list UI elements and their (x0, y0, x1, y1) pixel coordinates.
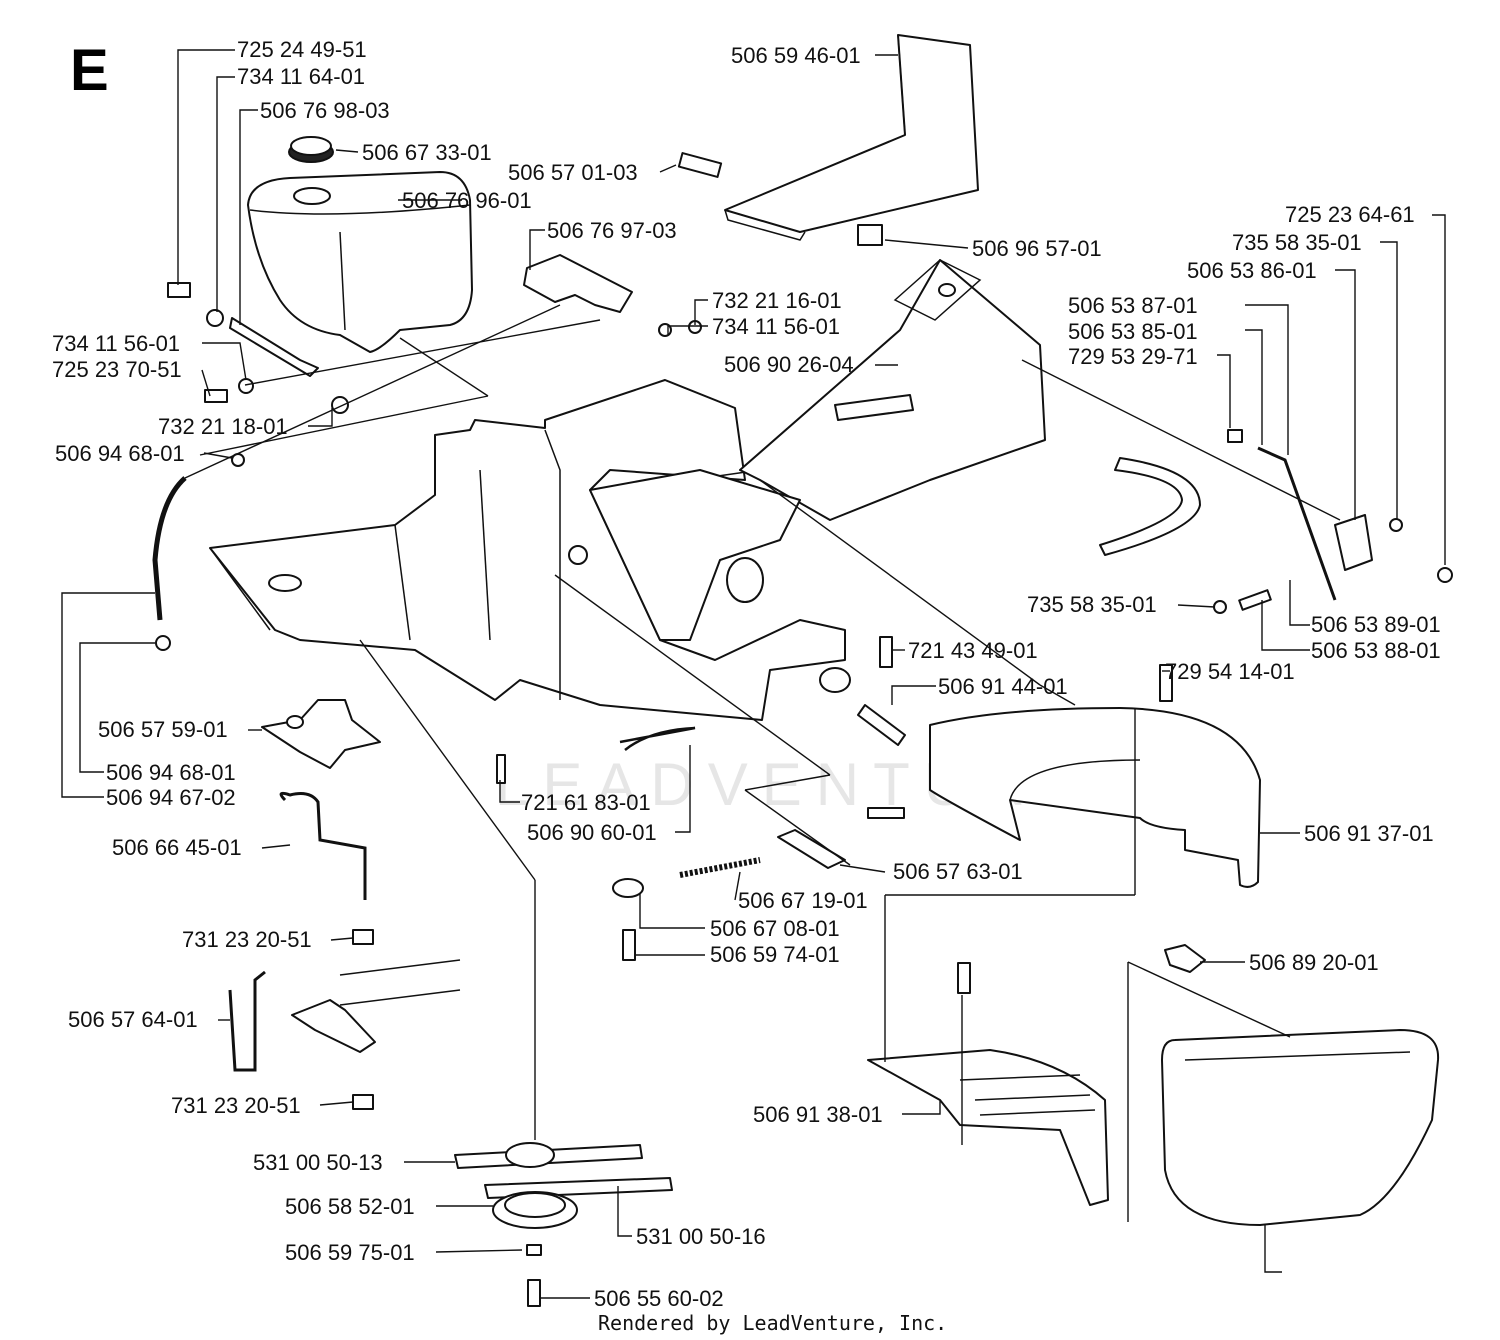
bolt-illustration (677, 152, 723, 178)
side-panel-illustration (1161, 1029, 1440, 1226)
part-label[interactable]: 506 57 63-01 (893, 859, 1023, 884)
tension-spring-illustration (679, 857, 761, 878)
latch-plate-illustration (777, 829, 846, 869)
bushing-illustration (819, 667, 851, 693)
part-label[interactable]: 725 24 49-51 (237, 37, 367, 62)
part-label[interactable]: 725 23 64-61 (1285, 202, 1415, 227)
part-labels: 725 24 49-51 734 11 64-01 506 76 98-03 5… (52, 37, 1441, 1311)
leader-lines (61, 49, 1446, 1299)
seat-plate-illustration (724, 34, 979, 241)
part-label[interactable]: 506 59 46-01 (731, 43, 861, 68)
part-label[interactable]: 732 21 18-01 (158, 414, 288, 439)
part-label[interactable]: 506 94 68-01 (55, 441, 185, 466)
part-label[interactable]: 506 53 87-01 (1068, 293, 1198, 318)
rod-illustration (279, 791, 367, 900)
nut-illustration (331, 396, 349, 414)
pulley-assembly-illustration (454, 1142, 673, 1307)
washer-illustration (206, 309, 224, 327)
part-label[interactable]: 506 94 68-01 (106, 760, 236, 785)
part-label[interactable]: 506 76 97-03 (547, 218, 677, 243)
part-illustrations (152, 34, 1453, 1307)
main-frame-illustration (209, 259, 1201, 769)
part-label[interactable]: 506 66 45-01 (112, 835, 242, 860)
part-label[interactable]: 506 90 26-04 (724, 352, 854, 377)
part-label[interactable]: 506 67 33-01 (362, 140, 492, 165)
part-label[interactable]: 506 90 60-01 (527, 820, 657, 845)
part-label[interactable]: 531 00 50-13 (253, 1150, 383, 1175)
bracket-rod-illustration (228, 970, 266, 1072)
part-label[interactable]: 506 59 74-01 (710, 942, 840, 967)
part-label[interactable]: 506 94 67-02 (106, 785, 236, 810)
part-label[interactable]: 729 53 29-71 (1068, 344, 1198, 369)
bolt-illustration (622, 929, 636, 961)
part-label[interactable]: 734 11 56-01 (52, 331, 180, 356)
screw-illustration (1159, 664, 1173, 702)
part-label[interactable]: 506 96 57-01 (972, 236, 1102, 261)
part-label[interactable]: 734 11 56-01 (712, 314, 840, 339)
part-label[interactable]: 506 67 08-01 (710, 916, 840, 941)
part-label[interactable]: 506 58 52-01 (285, 1194, 415, 1219)
part-label[interactable]: 506 67 19-01 (738, 888, 868, 913)
part-label[interactable]: 506 53 89-01 (1311, 612, 1441, 637)
screw-illustration (957, 962, 971, 994)
fuel-tank-illustration (247, 136, 473, 353)
part-label[interactable]: 506 76 98-03 (260, 98, 390, 123)
footer-credit: Rendered by LeadVenture, Inc. (598, 1311, 947, 1335)
part-label[interactable]: 721 61 83-01 (521, 790, 651, 815)
front-cover-illustration (867, 664, 1261, 888)
pin-illustration (857, 704, 906, 746)
part-label[interactable]: 506 55 60-02 (594, 1286, 724, 1311)
part-label[interactable]: 506 76 96-01 (402, 188, 532, 213)
bolt-illustration (167, 282, 191, 298)
bolt-illustration (204, 389, 228, 403)
part-label[interactable]: 732 21 16-01 (712, 288, 842, 313)
part-label[interactable]: 734 11 64-01 (237, 64, 365, 89)
part-label[interactable]: 506 57 64-01 (68, 1007, 198, 1032)
part-label[interactable]: 725 23 70-51 (52, 357, 182, 382)
part-label[interactable]: 506 53 86-01 (1187, 258, 1317, 283)
link-plate-illustration (612, 878, 644, 898)
fuel-hose-illustration (152, 476, 187, 621)
side-panel-edge (1184, 1051, 1411, 1061)
part-label[interactable]: 731 23 20-51 (182, 927, 312, 952)
nut-illustration (352, 929, 374, 945)
clip-illustration (857, 224, 883, 246)
section-letter: E (70, 38, 109, 103)
washer-illustration (238, 378, 254, 394)
part-label[interactable]: 506 57 59-01 (98, 717, 228, 742)
part-label[interactable]: 531 00 50-16 (636, 1224, 766, 1249)
part-label[interactable]: 506 89 20-01 (1249, 950, 1379, 975)
rear-bracket-illustration (523, 254, 633, 313)
pin-illustration (496, 754, 506, 784)
lower-plate-illustration (291, 999, 376, 1053)
screw-illustration (867, 807, 905, 819)
spring-clip-illustration (619, 726, 696, 751)
linkage-illustration (1213, 429, 1453, 614)
part-label[interactable]: 506 59 75-01 (285, 1240, 415, 1265)
hose-clamp-illustration (155, 635, 171, 651)
discharge-guide-illustration (867, 962, 1109, 1206)
part-label[interactable]: 506 91 44-01 (938, 674, 1068, 699)
part-label[interactable]: 731 23 20-51 (171, 1093, 301, 1118)
part-label[interactable]: 506 53 88-01 (1311, 638, 1441, 663)
clip-illustration (1164, 944, 1206, 973)
part-label[interactable]: 735 58 35-01 (1232, 230, 1362, 255)
part-label[interactable]: 506 53 85-01 (1068, 319, 1198, 344)
strap-illustration (229, 317, 319, 377)
nut-illustration (352, 1094, 374, 1110)
pin-illustration (879, 636, 893, 668)
part-label[interactable]: 506 91 38-01 (753, 1102, 883, 1127)
part-label[interactable]: 506 91 37-01 (1304, 821, 1434, 846)
part-label[interactable]: 506 57 01-03 (508, 160, 638, 185)
lower-frame-lines (339, 959, 461, 1006)
part-label[interactable]: 735 58 35-01 (1027, 592, 1157, 617)
part-label[interactable]: 721 43 49-01 (908, 638, 1038, 663)
part-label[interactable]: 729 54 14-01 (1165, 659, 1295, 684)
